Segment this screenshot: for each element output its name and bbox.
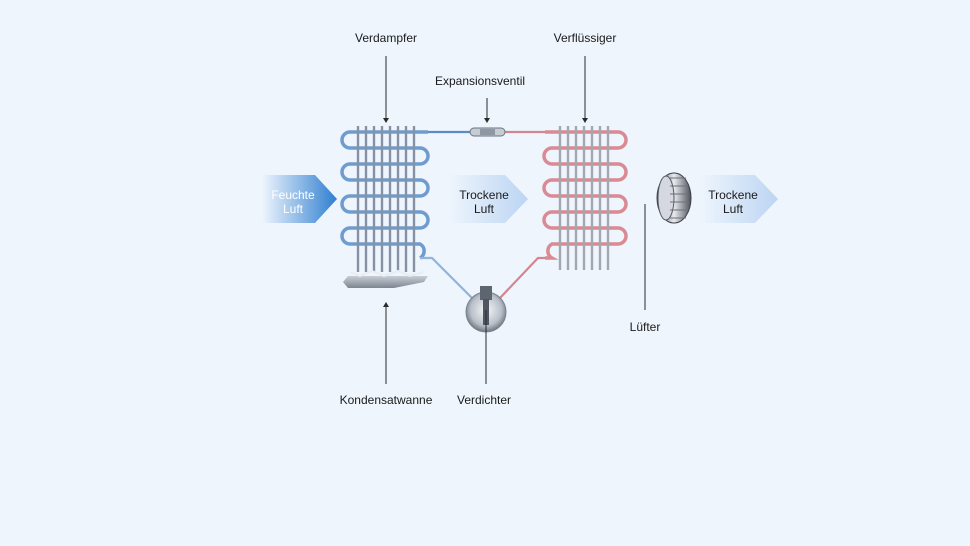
evaporator-coil (340, 126, 430, 272)
refrigerant-pipes (420, 130, 545, 299)
leader-lines (385, 56, 646, 384)
expansion-valve (469, 127, 506, 137)
dry-air-label-middle: Trockene Luft (459, 188, 509, 216)
condensate-tray (343, 269, 428, 288)
evaporator-label: Verdampfer (354, 31, 418, 45)
condenser-label: Verflüssiger (553, 31, 617, 45)
compressor-label: Verdichter (456, 393, 512, 407)
fan-label: Lüfter (629, 320, 661, 334)
dry-air-arrow-right (700, 175, 778, 223)
fan (656, 172, 692, 224)
dry-air-arrow-middle (448, 175, 528, 223)
humid-air-label: Feuchte Luft (271, 188, 315, 216)
expansion-valve-label: Expansionsventil (434, 74, 526, 88)
leader-arrowheads (383, 118, 588, 307)
condenser-coil (542, 126, 628, 270)
dry-air-label-right: Trockene Luft (708, 188, 758, 216)
condensate-tray-label: Kondensatwanne (339, 393, 433, 407)
humid-air-arrow (262, 175, 337, 223)
